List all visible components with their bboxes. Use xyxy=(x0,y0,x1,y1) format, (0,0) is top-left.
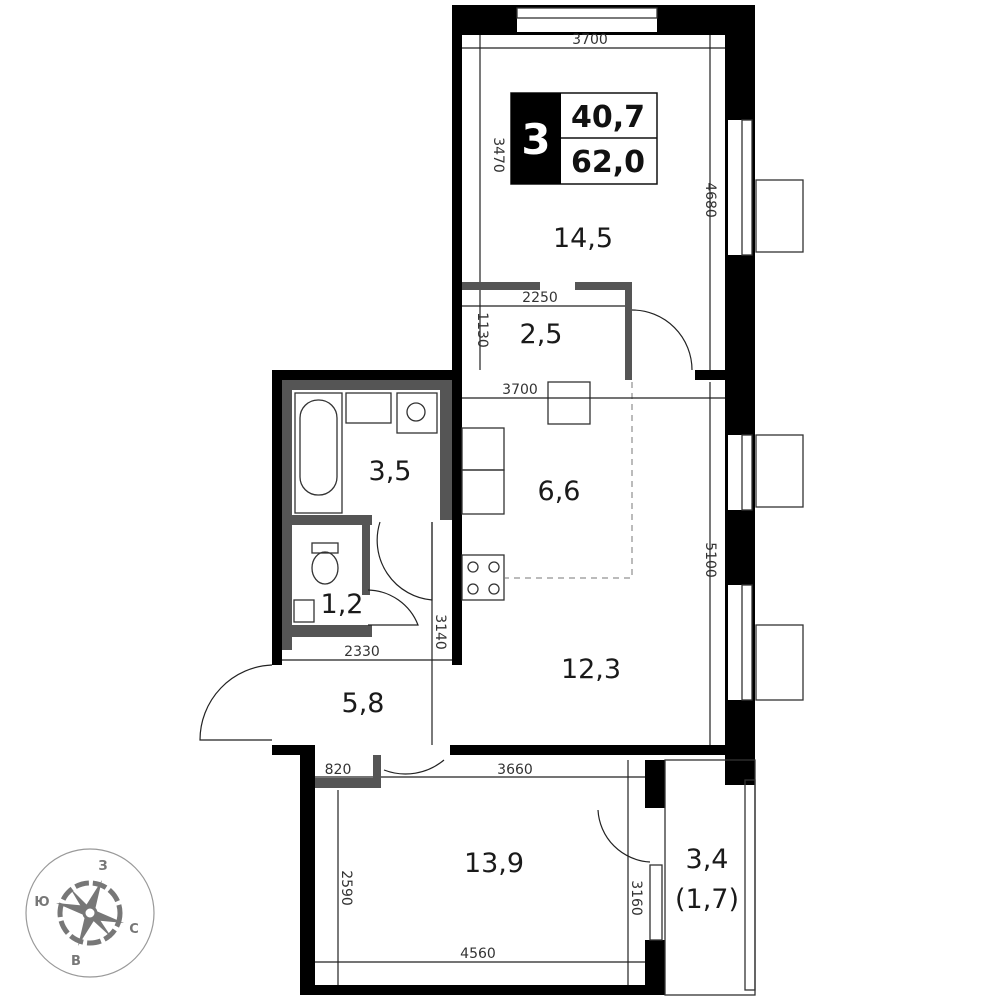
dim-living-depth: 5100 xyxy=(702,542,718,578)
walls xyxy=(199,5,804,996)
compass-rose-icon: З Ю С В xyxy=(25,848,155,978)
area-balcony-reduced: (1,7) xyxy=(675,884,739,915)
dim-top-width: 3700 xyxy=(572,32,608,48)
dim-wardrobe-width: 2250 xyxy=(522,290,558,306)
dim-bedroom-depth-left: 2590 xyxy=(338,870,354,906)
compass-west-label: З xyxy=(98,859,107,874)
dim-wardrobe-depth: 1130 xyxy=(474,312,490,348)
area-bathroom: 3,5 xyxy=(369,456,412,487)
dim-hall-depth: 3140 xyxy=(432,614,448,650)
area-bedroom-bottom: 13,9 xyxy=(464,848,524,879)
area-bedroom-top: 14,5 xyxy=(553,223,613,254)
dim-bedroom-width: 3660 xyxy=(497,762,533,778)
area-kitchen: 6,6 xyxy=(538,476,581,507)
apartment-badge: 3 40,7 62,0 xyxy=(510,92,658,185)
compass-north-label: С xyxy=(129,922,139,937)
area-balcony: 3,4 xyxy=(686,844,729,875)
dim-top-right: 4680 xyxy=(702,182,718,218)
dim-bedroom-bottom-width: 4560 xyxy=(460,946,496,962)
badge-rooms: 3 xyxy=(521,115,550,164)
badge-living-area: 40,7 xyxy=(571,100,645,135)
compass-east-label: В xyxy=(71,954,81,969)
dim-hall-width: 2330 xyxy=(344,644,380,660)
area-wardrobe: 2,5 xyxy=(520,319,563,350)
compass-south-label: Ю xyxy=(34,895,49,910)
dim-niche-width: 820 xyxy=(325,762,352,778)
area-living: 12,3 xyxy=(561,654,621,685)
dim-kitchen-width: 3700 xyxy=(502,382,538,398)
dim-top-depth: 3470 xyxy=(490,137,506,173)
dim-bedroom-depth-right: 3160 xyxy=(628,880,644,916)
area-toilet: 1,2 xyxy=(321,589,364,620)
badge-total-area: 62,0 xyxy=(571,145,645,180)
area-hall: 5,8 xyxy=(342,688,385,719)
dimension-lines xyxy=(282,35,725,985)
